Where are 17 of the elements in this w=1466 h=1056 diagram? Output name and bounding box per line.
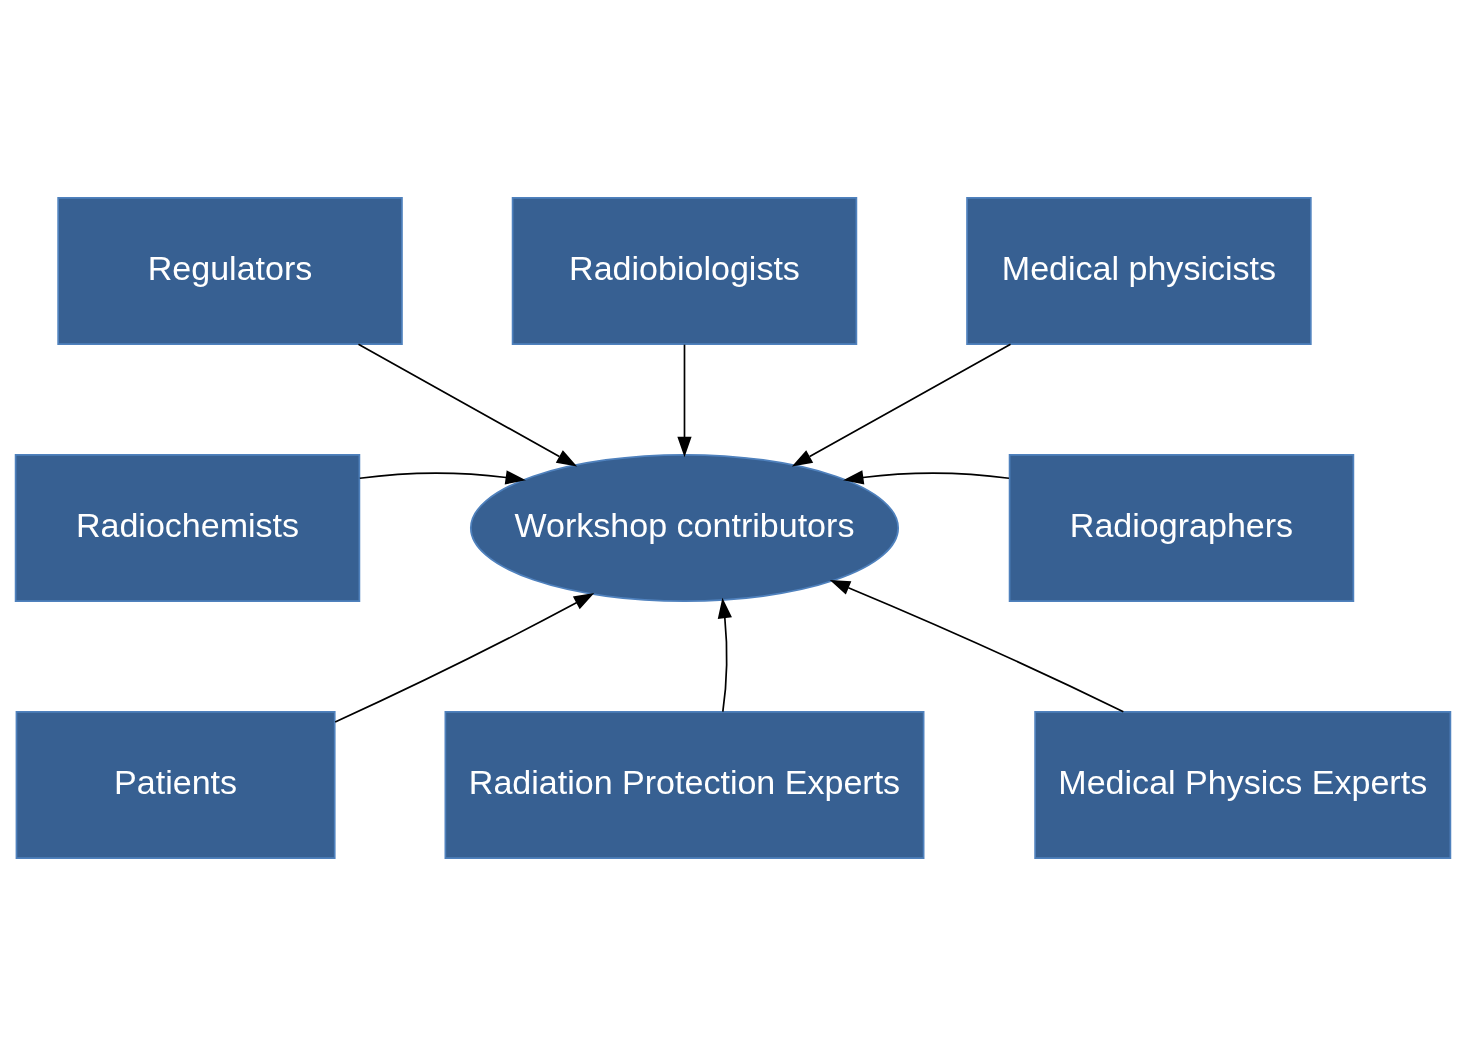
node-box: Radiation Protection Experts xyxy=(444,710,925,860)
arrow xyxy=(334,593,595,723)
arrow xyxy=(829,580,1125,713)
node-box: Medical physicists xyxy=(966,196,1312,346)
arrow xyxy=(843,470,1010,485)
arrow xyxy=(791,343,1012,467)
node-box: Patients xyxy=(15,710,336,860)
node-box: Medical Physics Experts xyxy=(1034,710,1452,860)
node-box: Regulators xyxy=(57,196,403,346)
node-box: Radiochemists xyxy=(14,453,361,603)
node-box: Radiographers xyxy=(1008,453,1355,603)
node-box: Radiobiologists xyxy=(511,196,858,346)
arrow xyxy=(677,343,692,458)
arrow xyxy=(357,343,578,467)
arrow xyxy=(358,470,526,485)
arrow xyxy=(717,597,732,713)
node-ellipse: Workshop contributors xyxy=(469,453,900,603)
